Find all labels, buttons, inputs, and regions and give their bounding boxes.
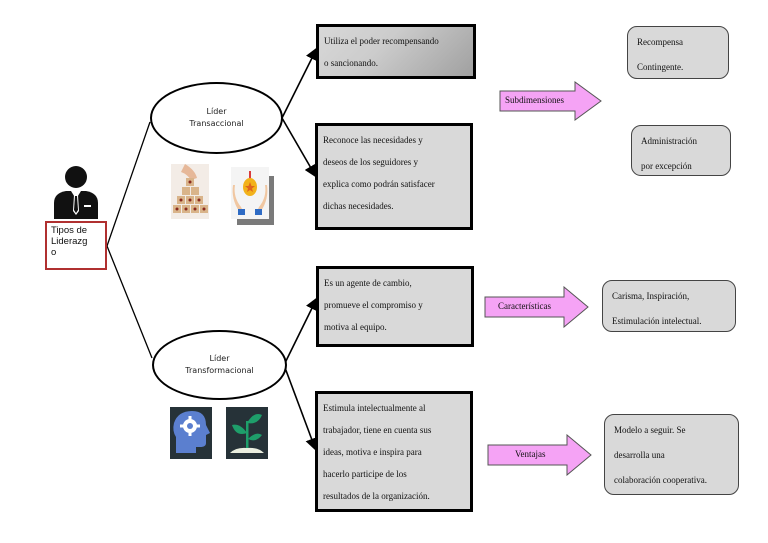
head-gear-icon bbox=[170, 407, 212, 459]
connector-transaccional-box2 bbox=[281, 117, 317, 178]
box-line: Carisma, Inspiración, bbox=[612, 291, 690, 301]
box-line: por excepción bbox=[641, 161, 692, 171]
node-lider-transformacional: Líder Transformacional bbox=[152, 330, 287, 400]
arrow-caracteristicas: Características bbox=[484, 285, 590, 329]
connector-root-transaccional bbox=[106, 121, 151, 247]
connector-root-transformacional bbox=[106, 245, 153, 359]
box-line: Es un agente de cambio, bbox=[324, 278, 412, 288]
box-line: resultados de la organización. bbox=[323, 491, 430, 501]
outcome-administracion-por-excepcion: Administración por excepción bbox=[631, 125, 731, 176]
right-arrow-icon bbox=[484, 285, 589, 329]
box-line: Administración bbox=[641, 136, 697, 146]
hands-medal-icon bbox=[231, 167, 269, 219]
root-label-line: Tipos de bbox=[51, 225, 88, 236]
outcome-modelo-a-seguir: Modelo a seguir. Se desarrolla una colab… bbox=[604, 414, 739, 495]
connector-transaccional-box1 bbox=[281, 47, 318, 119]
node-title: Transformacional bbox=[185, 366, 254, 375]
arrow-ventajas: Ventajas bbox=[487, 433, 593, 477]
box-line: Modelo a seguir. Se bbox=[614, 425, 686, 435]
box-line: Estimula intelectualmente al bbox=[323, 403, 426, 413]
root-node-tipos-de-liderazgo: Tipos de Liderazg o bbox=[45, 221, 107, 270]
arrow-subdimensiones: Subdimensiones bbox=[499, 81, 603, 121]
node-title: Líder bbox=[209, 354, 230, 363]
connector-transformacional-box2 bbox=[283, 364, 318, 451]
box-line: Contingente. bbox=[637, 62, 684, 72]
box-line: Recompensa bbox=[637, 37, 683, 47]
root-label-line: Liderazg bbox=[51, 236, 88, 247]
box-line: ideas, motiva e inspira para bbox=[323, 447, 422, 457]
box-line: deseos de los seguidores y bbox=[323, 157, 418, 167]
node-lider-transaccional: Líder Transaccional bbox=[150, 82, 283, 154]
box-line: colaboración cooperativa. bbox=[614, 475, 707, 485]
node-title: Transaccional bbox=[189, 119, 244, 128]
sprout-icon bbox=[226, 407, 268, 459]
transaccional-description-box-1: Utiliza el poder recompensando o sancion… bbox=[316, 24, 476, 79]
box-line: Estimulación intelectual. bbox=[612, 316, 702, 326]
arrow-label: Características bbox=[498, 301, 551, 311]
transformacional-description-box-2: Estimula intelectualmente al trabajador,… bbox=[315, 391, 473, 512]
box-line: hacerlo participe de los bbox=[323, 469, 407, 479]
transformacional-description-box-1: Es un agente de cambio, promueve el comp… bbox=[316, 266, 474, 347]
box-line: desarrolla una bbox=[614, 450, 665, 460]
box-line: explica como podrán satisfacer bbox=[323, 179, 435, 189]
businessman-icon bbox=[54, 166, 98, 219]
right-arrow-icon bbox=[487, 433, 592, 477]
root-label-line: o bbox=[51, 247, 57, 258]
box-line: trabajador, tiene en cuenta sus bbox=[323, 425, 432, 435]
box-line: o sancionando. bbox=[324, 58, 378, 68]
wooden-blocks-pyramid-image bbox=[171, 164, 209, 219]
right-arrow-icon bbox=[499, 81, 602, 121]
outcome-recompensa-contingente: Recompensa Contingente. bbox=[627, 26, 729, 79]
node-title: Líder bbox=[206, 107, 227, 116]
box-line: Reconoce las necesidades y bbox=[323, 135, 423, 145]
box-line: promueve el compromiso y bbox=[324, 300, 423, 310]
box-line: Utiliza el poder recompensando bbox=[324, 36, 439, 46]
outcome-carisma-inspiracion: Carisma, Inspiración, Estimulación intel… bbox=[602, 280, 736, 332]
arrow-label: Ventajas bbox=[515, 449, 546, 459]
connector-transformacional-box1 bbox=[283, 297, 318, 366]
box-line: dichas necesidades. bbox=[323, 201, 394, 211]
arrow-label: Subdimensiones bbox=[505, 95, 565, 105]
box-line: motiva al equipo. bbox=[324, 322, 387, 332]
transaccional-description-box-2: Reconoce las necesidades y deseos de los… bbox=[315, 123, 473, 230]
